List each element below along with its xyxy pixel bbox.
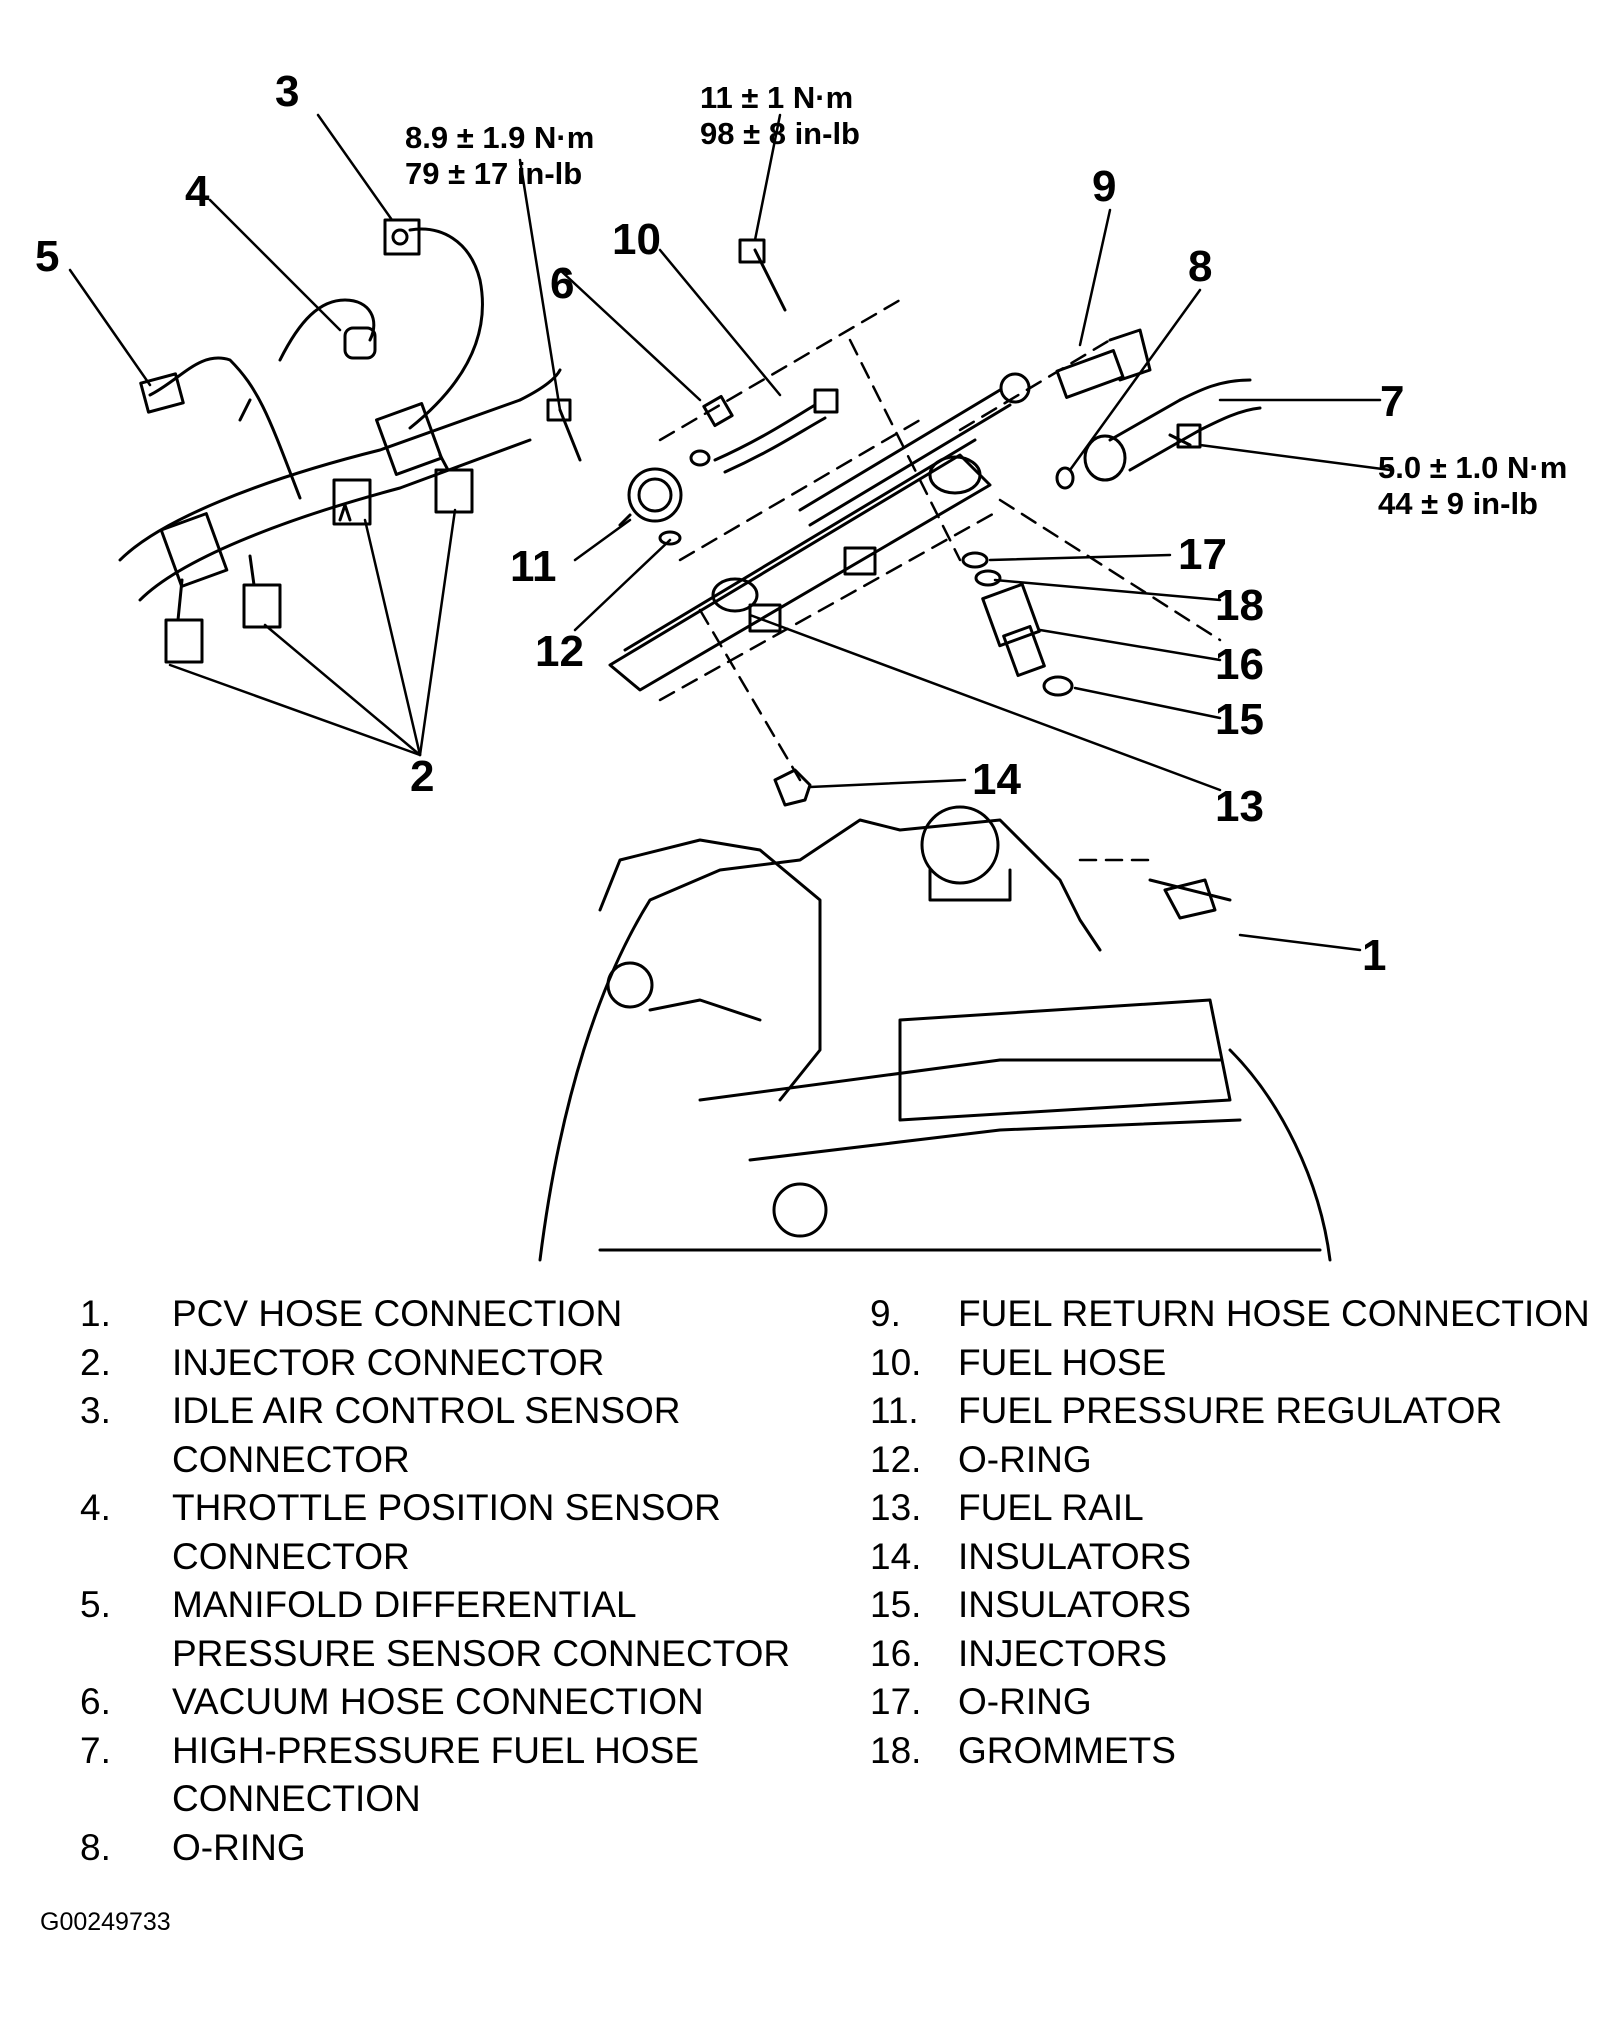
callout-3: 3	[275, 67, 300, 116]
legend-text: INSULATORS	[958, 1535, 1192, 1577]
legend-item-11: 11. FUEL PRESSURE REGULATOR	[870, 1387, 1590, 1436]
legend-number: 1.	[80, 1293, 111, 1334]
legend-item-13: 13. FUEL RAIL	[870, 1484, 1590, 1533]
legend-right-column: 9. FUEL RETURN HOSE CONNECTION 10. FUEL HO…	[870, 1290, 1590, 1775]
legend-number: 9.	[870, 1293, 901, 1334]
legend-number: 13.	[870, 1487, 922, 1528]
legend-text: IDLE AIR CONTROL SENSOR CONNECTOR	[172, 1390, 681, 1480]
callout-4: 4	[185, 167, 210, 216]
legend-text: O-RING	[172, 1826, 306, 1868]
legend-item-16: 16. INJECTORS	[870, 1630, 1590, 1679]
legend-number: 17.	[870, 1681, 922, 1722]
legend-text: FUEL RETURN HOSE CONNECTION	[958, 1293, 1590, 1334]
legend-item-18: 18. GROMMETS	[870, 1727, 1590, 1776]
legend-item-12: 12. O-RING	[870, 1436, 1590, 1485]
legend-item-1: 1. PCV HOSE CONNECTION	[80, 1290, 800, 1339]
callout-8: 8	[1188, 242, 1213, 291]
legend-number: 14.	[870, 1535, 922, 1577]
torque-spec-regulator-bolt: 8.9 ± 1.9 N·m 79 ± 17 in-lb	[405, 120, 594, 192]
legend-item-9: 9. FUEL RETURN HOSE CONNECTION	[870, 1290, 1590, 1339]
torque-spec-fitting-bolt: 5.0 ± 1.0 N·m 44 ± 9 in-lb	[1378, 450, 1567, 522]
legend-text: O-RING	[958, 1438, 1092, 1480]
callout-9: 9	[1092, 162, 1117, 211]
legend-item-5: 5. MANIFOLD DIFFERENTIAL PRESSURE SENSOR …	[80, 1581, 800, 1678]
callout-17: 17	[1178, 530, 1227, 579]
legend-text: FUEL PRESSURE REGULATOR	[958, 1390, 1503, 1431]
torque-inlb: 98 ± 8 in-lb	[700, 116, 860, 151]
legend-text: HIGH-PRESSURE FUEL HOSE CONNECTION	[172, 1729, 699, 1820]
callout-18: 18	[1215, 581, 1264, 630]
callout-14: 14	[972, 755, 1021, 804]
legend-text: VACUUM HOSE CONNECTION	[172, 1681, 704, 1722]
legend-text: MANIFOLD DIFFERENTIAL PRESSURE SENSOR CO…	[172, 1584, 791, 1674]
torque-nm: 11 ± 1 N·m	[700, 80, 854, 115]
legend-number: 18.	[870, 1729, 922, 1771]
callout-11: 11	[510, 542, 557, 591]
legend-text: O-RING	[958, 1681, 1092, 1722]
legend-item-10: 10. FUEL HOSE	[870, 1339, 1590, 1388]
callout-7: 7	[1380, 377, 1405, 426]
figure-id: G00249733	[40, 1908, 171, 1936]
legend-text: FUEL RAIL	[958, 1487, 1144, 1528]
callout-13: 13	[1215, 782, 1264, 831]
legend-item-15: 15. INSULATORS	[870, 1581, 1590, 1630]
legend-item-2: 2. INJECTOR CONNECTOR	[80, 1339, 800, 1388]
callout-16: 16	[1215, 640, 1264, 689]
callout-15: 15	[1215, 695, 1264, 744]
legend-number: 15.	[870, 1584, 922, 1625]
callout-5: 5	[35, 232, 60, 281]
legend-item-3: 3. IDLE AIR CONTROL SENSOR CONNECTOR	[80, 1387, 800, 1484]
legend-number: 4.	[80, 1487, 111, 1528]
legend-text: PCV HOSE CONNECTION	[172, 1293, 623, 1334]
legend-number: 11.	[870, 1390, 919, 1431]
legend-number: 7.	[80, 1729, 111, 1771]
leader-lines	[68, 113, 1392, 952]
legend-number: 8.	[80, 1826, 111, 1868]
torque-nm: 5.0 ± 1.0 N·m	[1378, 450, 1568, 485]
legend-number: 10.	[870, 1341, 922, 1383]
legend-number: 5.	[80, 1584, 111, 1625]
wiring-harness	[118, 218, 562, 664]
legend-item-4: 4. THROTTLE POSITION SENSOR CONNECTOR	[80, 1484, 800, 1581]
callout-12: 12	[535, 627, 584, 676]
callout-6: 6	[550, 259, 575, 308]
legend-number: 3.	[80, 1390, 111, 1431]
legend-text: GROMMETS	[958, 1729, 1176, 1771]
legend-item-6: 6. VACUUM HOSE CONNECTION	[80, 1678, 800, 1727]
legend-item-17: 17. O-RING	[870, 1678, 1590, 1727]
legend-item-8: 8. O-RING	[80, 1824, 800, 1873]
torque-spec-rail-bolt: 11 ± 1 N·m 98 ± 8 in-lb	[700, 80, 860, 152]
engine-outline	[538, 805, 1332, 1262]
legend-text: INJECTOR CONNECTOR	[172, 1341, 605, 1383]
legend-number: 6.	[80, 1681, 111, 1722]
legend-item-7: 7. HIGH-PRESSURE FUEL HOSE CONNECTION	[80, 1727, 800, 1824]
legend-text: INSULATORS	[958, 1584, 1192, 1625]
callout-10: 10	[612, 215, 661, 264]
exploded-view-diagram	[68, 113, 1392, 1262]
legend-text: THROTTLE POSITION SENSOR CONNECTOR	[172, 1487, 721, 1577]
callout-1: 1	[1362, 931, 1387, 980]
legend-left-column: 1. PCV HOSE CONNECTION 2. INJECTOR CONNECT…	[80, 1290, 800, 1872]
legend-number: 12.	[870, 1438, 922, 1480]
torque-inlb: 79 ± 17 in-lb	[405, 156, 583, 191]
fuel-rail-assembly	[546, 238, 1262, 862]
callout-2: 2	[410, 752, 435, 801]
torque-inlb: 44 ± 9 in-lb	[1378, 486, 1538, 521]
legend-text: INJECTORS	[958, 1632, 1168, 1674]
legend-item-14: 14. INSULATORS	[870, 1533, 1590, 1582]
legend-text: FUEL HOSE	[958, 1341, 1167, 1383]
torque-nm: 8.9 ± 1.9 N·m	[405, 120, 595, 155]
legend-number: 2.	[80, 1341, 111, 1383]
legend-number: 16.	[870, 1632, 922, 1674]
